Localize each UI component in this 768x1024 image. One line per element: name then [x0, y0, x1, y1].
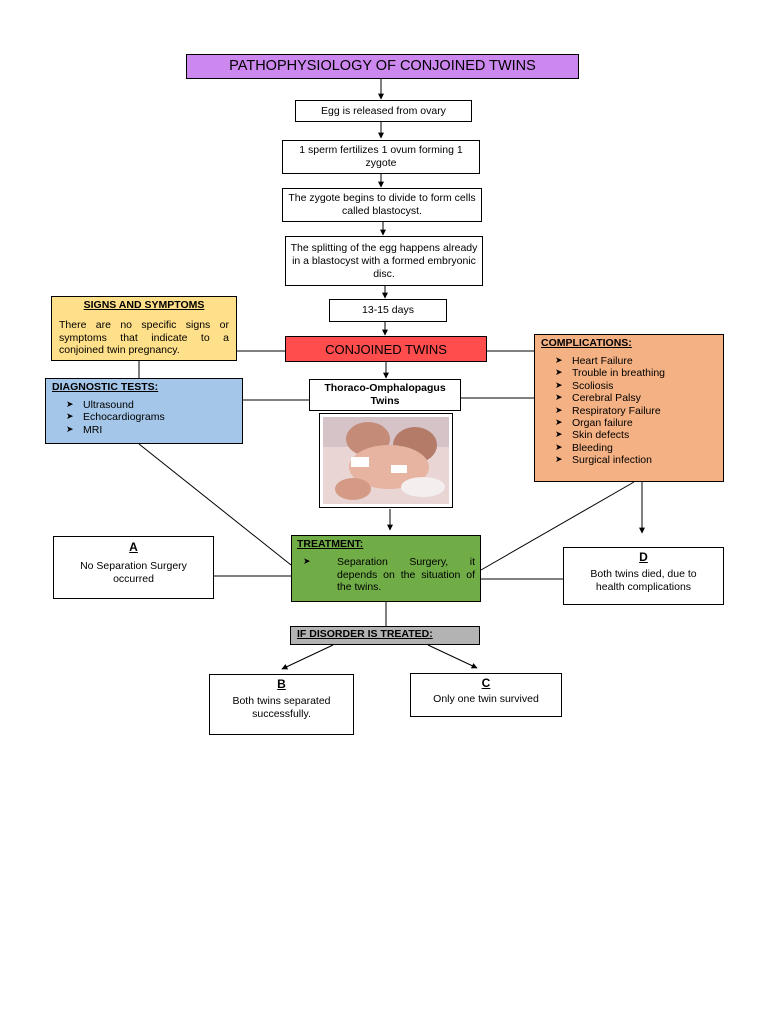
step-egg-splitting: The splitting of the egg happens already…: [285, 236, 483, 286]
signs-symptoms-box: SIGNS AND SYMPTOMS There are no specific…: [51, 296, 237, 361]
signs-symptoms-heading: SIGNS AND SYMPTOMS: [83, 299, 205, 311]
diagram-title: PATHOPHYSIOLOGY OF CONJOINED TWINS: [186, 54, 579, 79]
treatment-item: Separation Surgery, it depends on the si…: [303, 556, 475, 594]
diagnostic-tests-list: UltrasoundEchocardiogramsMRI: [52, 399, 236, 437]
outcome-d-box: D Both twins died, due to health complic…: [563, 547, 724, 605]
diagnostic-test-item: Echocardiograms: [66, 411, 236, 424]
outcome-d-letter: D: [639, 550, 648, 564]
step-fertilization: 1 sperm fertilizes 1 ovum forming 1 zygo…: [282, 140, 480, 174]
step-zygote-divides: The zygote begins to divide to form cell…: [282, 188, 482, 222]
step-egg-splitting-text: The splitting of the egg happens already…: [290, 241, 478, 280]
treatment-box: TREATMENT: Separation Surgery, it depend…: [291, 535, 481, 602]
conjoined-twins-box: CONJOINED TWINS: [285, 336, 487, 362]
diagnostic-test-item: MRI: [66, 424, 236, 437]
step-egg-released: Egg is released from ovary: [295, 100, 472, 122]
arrow-iftreated-to-b: [281, 644, 334, 670]
complication-item: Scoliosis: [555, 380, 717, 393]
outcome-a-letter: A: [129, 540, 138, 554]
treatment-heading: TREATMENT:: [297, 538, 364, 550]
newborn-twins-image: [323, 417, 449, 504]
complication-item: Bleeding: [555, 442, 717, 455]
step-fertilization-text: 1 sperm fertilizes 1 ovum forming 1 zygo…: [299, 144, 463, 169]
outcome-a-text: No Separation Surgery occurred: [80, 560, 187, 585]
outcome-c-letter: C: [481, 676, 491, 690]
complication-item: Trouble in breathing: [555, 367, 717, 380]
twins-photo: [319, 413, 453, 508]
if-treated-box: IF DISORDER IS TREATED:: [290, 626, 480, 645]
twin-type-text: Thoraco-Omphalopagus Twins: [324, 382, 446, 407]
outcome-c-box: C Only one twin survived: [410, 673, 562, 717]
outcome-d-text: Both twins died, due to health complicat…: [590, 568, 697, 593]
outcome-a-box: A No Separation Surgery occurred: [53, 536, 214, 599]
complications-box: COMPLICATIONS: Heart FailureTrouble in b…: [534, 334, 724, 482]
outcome-b-box: B Both twins separated successfully.: [209, 674, 354, 735]
complication-item: Cerebral Palsy: [555, 392, 717, 405]
complications-heading: COMPLICATIONS:: [541, 337, 632, 349]
complication-item: Heart Failure: [555, 355, 717, 368]
arrow-iftreated-to-c: [427, 644, 478, 669]
complication-item: Surgical infection: [555, 454, 717, 467]
complication-item: Respiratory Failure: [555, 405, 717, 418]
diagnostic-tests-heading: DIAGNOSTIC TESTS:: [52, 381, 159, 393]
outcome-b-text: Both twins separated successfully.: [232, 695, 331, 720]
step-zygote-divides-text: The zygote begins to divide to form cell…: [288, 192, 476, 217]
signs-symptoms-text: There are no specific signs or symptoms …: [59, 319, 229, 356]
diagnostic-tests-box: DIAGNOSTIC TESTS: UltrasoundEchocardiogr…: [45, 378, 243, 444]
outcome-b-letter: B: [277, 677, 286, 691]
twin-type-box: Thoraco-Omphalopagus Twins: [309, 379, 461, 411]
step-days: 13-15 days: [329, 299, 447, 322]
diagram-title-text: PATHOPHYSIOLOGY OF CONJOINED TWINS: [229, 58, 536, 74]
step-egg-released-text: Egg is released from ovary: [321, 104, 446, 117]
if-treated-heading: IF DISORDER IS TREATED:: [297, 628, 433, 640]
outcome-c-text: Only one twin survived: [433, 693, 539, 705]
treatment-list: Separation Surgery, it depends on the si…: [297, 556, 475, 594]
conjoined-twins-text: CONJOINED TWINS: [325, 341, 447, 357]
complications-list: Heart FailureTrouble in breathingScolios…: [541, 355, 717, 467]
step-days-text: 13-15 days: [362, 304, 414, 316]
diagnostic-test-item: Ultrasound: [66, 399, 236, 412]
complication-item: Skin defects: [555, 429, 717, 442]
complication-item: Organ failure: [555, 417, 717, 430]
